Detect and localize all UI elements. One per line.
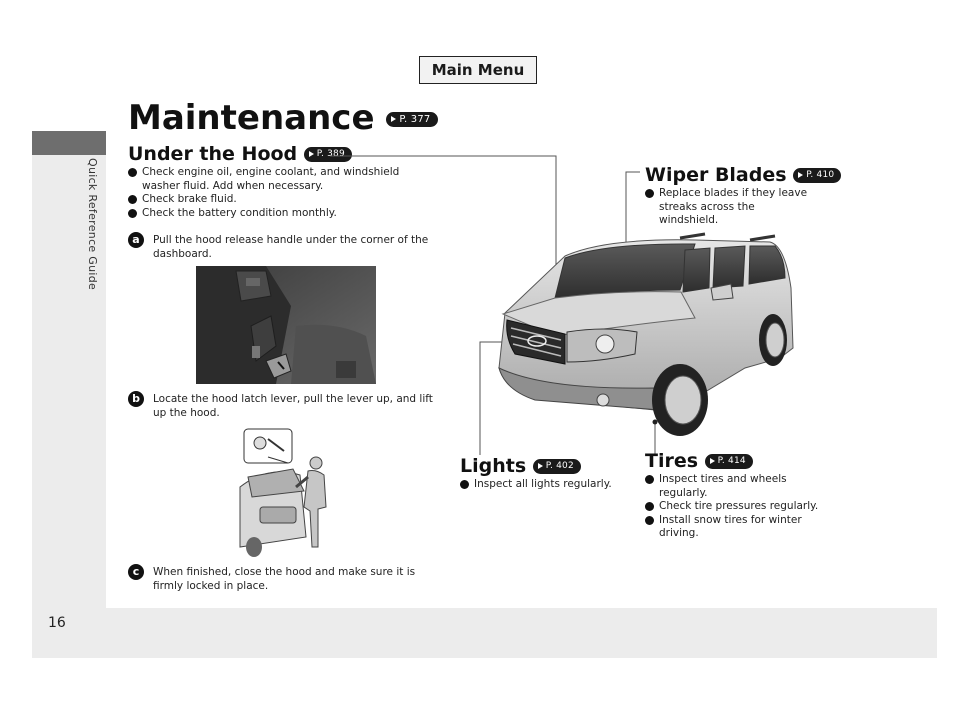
- arrow-right-icon: [709, 457, 715, 464]
- main-menu-button[interactable]: Main Menu: [419, 56, 537, 84]
- page-number: 16: [48, 615, 66, 631]
- hood-release-illustration: [196, 266, 376, 384]
- bullet-icon: [645, 515, 654, 525]
- list-item: Inspect all lights regularly.: [460, 478, 630, 492]
- arrow-right-icon: [537, 462, 543, 469]
- bullet-icon: [128, 168, 137, 177]
- bullet-icon: [645, 189, 654, 198]
- bullet-icon: [128, 208, 137, 218]
- side-tab-marker: [32, 131, 106, 155]
- title-page-ref-link[interactable]: P. 377: [386, 112, 438, 127]
- hood-release-photo: [196, 266, 376, 384]
- step-badge-c: c: [128, 564, 144, 580]
- under-hood-heading: Under the Hood P. 389: [128, 143, 352, 165]
- wiper-page-ref-link[interactable]: P. 410: [793, 168, 842, 183]
- step-a: a Pull the hood release handle under the…: [128, 232, 448, 264]
- under-hood-page-ref-link[interactable]: P. 389: [303, 147, 352, 162]
- hood-latch-illustration: [238, 427, 338, 559]
- tires-bullets: Inspect tires and wheels regularly. Chec…: [645, 473, 835, 541]
- lights-bullets: Inspect all lights regularly.: [460, 478, 630, 492]
- page-title-text: Maintenance: [128, 98, 375, 138]
- wiper-bullets: Replace blades if they leave streaks acr…: [645, 187, 815, 228]
- step-c: c When finished, close the hood and make…: [128, 564, 448, 596]
- suv-illustration: [495, 228, 795, 438]
- side-strip: [32, 155, 106, 658]
- list-item: Install snow tires for winter driving.: [645, 514, 835, 541]
- under-hood-leader: [330, 155, 557, 312]
- arrow-right-icon: [798, 171, 804, 178]
- list-item: Inspect tires and wheels regularly.: [645, 473, 835, 500]
- step-a-text: Pull the hood release handle under the c…: [153, 234, 429, 260]
- bullet-icon: [645, 475, 654, 484]
- page-footer: [32, 608, 937, 658]
- bullet-icon: [460, 480, 469, 489]
- bullet-icon: [128, 195, 137, 204]
- list-item: Replace blades if they leave streaks acr…: [645, 187, 815, 228]
- bullet-icon: [645, 502, 654, 511]
- lights-page-ref-link[interactable]: P. 402: [532, 459, 581, 474]
- list-item: Check brake fluid.: [128, 193, 438, 207]
- lights-heading: Lights P. 402: [460, 455, 581, 477]
- tires-heading: Tires P. 414: [645, 450, 753, 472]
- arrow-right-icon: [308, 150, 314, 157]
- list-item: Check the battery condition monthly.: [128, 207, 438, 221]
- tires-page-ref-link[interactable]: P. 414: [704, 454, 753, 469]
- step-badge-a: a: [128, 232, 144, 248]
- page-title: Maintenance P. 377: [128, 98, 438, 138]
- arrow-right-icon: [391, 116, 397, 122]
- step-badge-b: b: [128, 391, 144, 407]
- list-item: Check engine oil, engine coolant, and wi…: [128, 166, 438, 193]
- list-item: Check tire pressures regularly.: [645, 500, 835, 514]
- wiper-heading: Wiper Blades P. 410: [645, 164, 842, 186]
- step-c-text: When finished, close the hood and make s…: [153, 566, 416, 592]
- section-side-label: Quick Reference Guide: [86, 158, 99, 291]
- step-b: b Locate the hood latch lever, pull the …: [128, 391, 448, 423]
- under-hood-bullets: Check engine oil, engine coolant, and wi…: [128, 166, 438, 220]
- step-b-text: Locate the hood latch lever, pull the le…: [153, 393, 433, 419]
